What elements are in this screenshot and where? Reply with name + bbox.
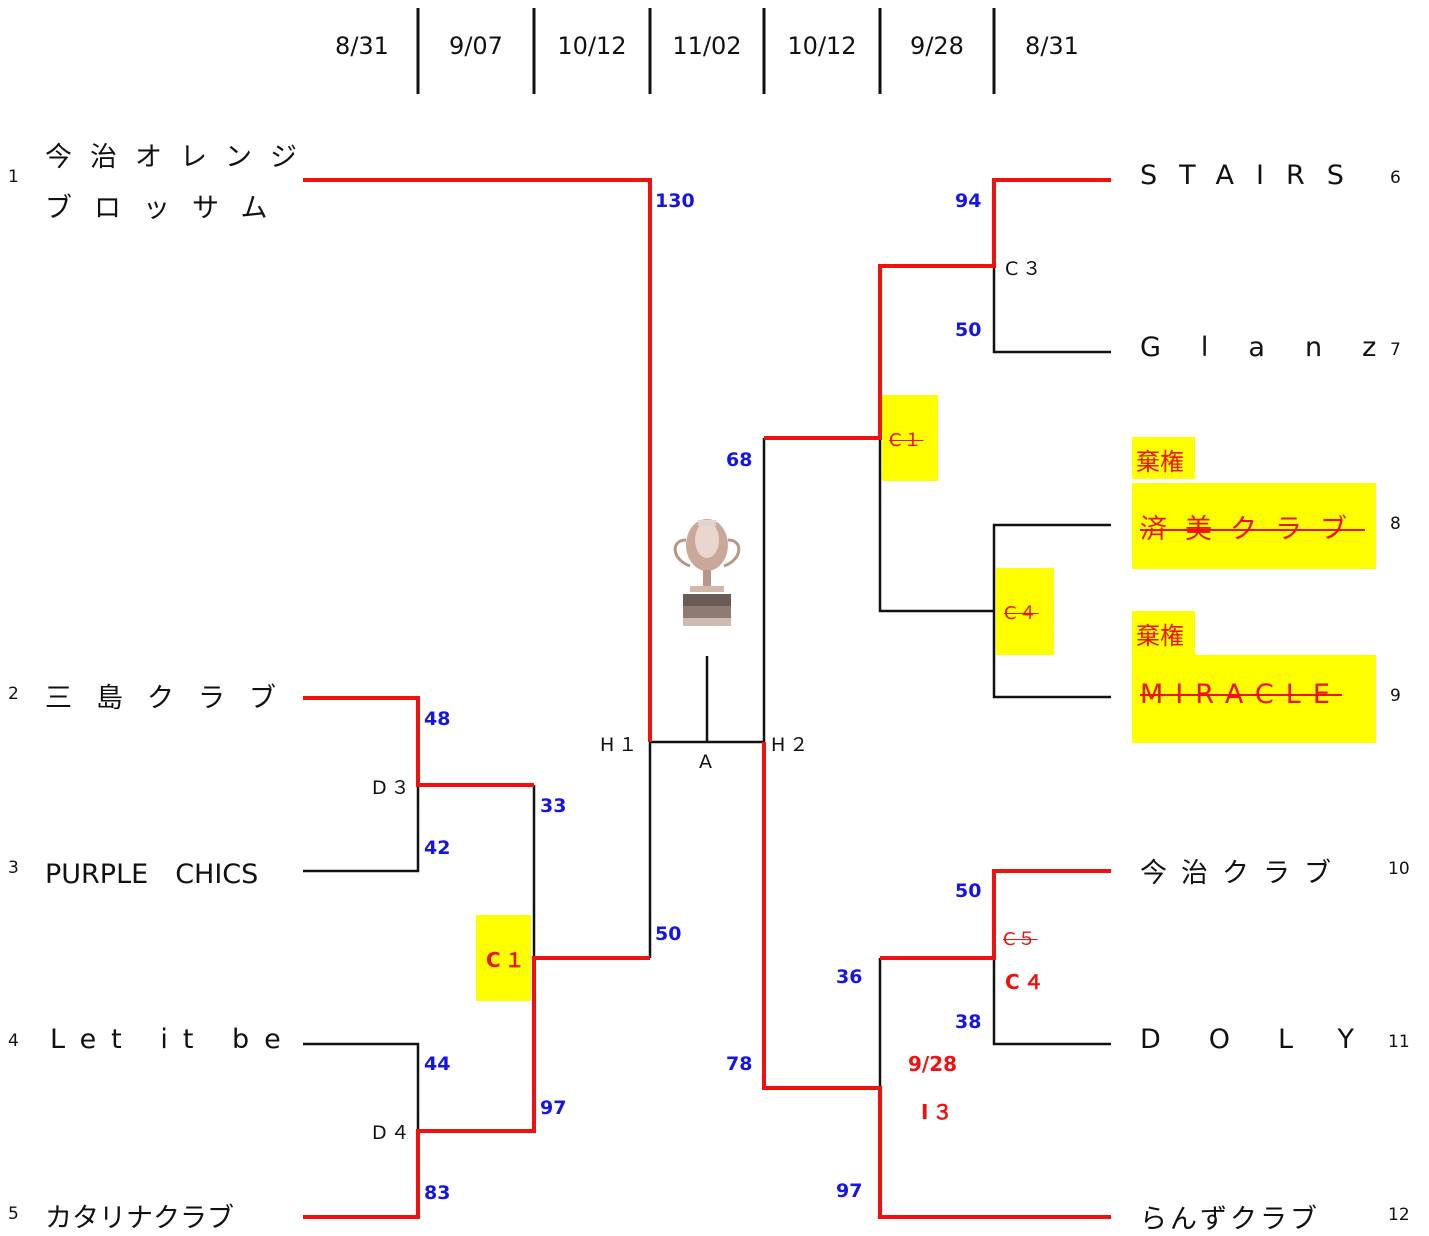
match-label-h1: H１ [600, 734, 642, 756]
forfeit-highlight [1132, 437, 1195, 479]
team-name: カタリナクラブ [45, 1203, 234, 1234]
match-label-c5-struck: C５ [1003, 929, 1038, 950]
forfeit-label: 棄権 [1136, 622, 1184, 650]
team-number: 5 [8, 1204, 19, 1224]
team-highlight [1132, 483, 1376, 569]
score: 50 [955, 319, 982, 341]
team-name: 三島クラブ [45, 683, 300, 714]
score: 97 [540, 1097, 567, 1119]
team-name: らんずクラブ [1140, 1204, 1320, 1235]
team-number: 1 [8, 167, 19, 187]
forfeit-label: 棄権 [1136, 448, 1184, 476]
score: 36 [836, 966, 863, 988]
match-highlight-c1-left [476, 915, 531, 1001]
team-name-forfeited: 済美クラブ [1140, 514, 1365, 545]
score: 42 [424, 837, 451, 859]
match-label-c1-right: C１ [889, 430, 924, 451]
match-label-d4: D４ [372, 1122, 414, 1144]
match-highlight-c4 [996, 568, 1054, 655]
team-number: 4 [8, 1031, 19, 1051]
team-name-line2: ブロッサム [45, 193, 290, 224]
team-name-line1: 今治オレンジ [45, 142, 315, 173]
team-number: 10 [1388, 859, 1410, 879]
team-name: Glanz [1140, 332, 1417, 363]
score: 78 [726, 1053, 753, 1075]
score: 68 [726, 449, 753, 471]
team-number: 6 [1390, 168, 1401, 188]
team-name: Let it be [50, 1024, 296, 1055]
match-label-d3: D３ [372, 777, 414, 799]
date-round1-right: 8/31 [1025, 32, 1079, 60]
team-number: 12 [1388, 1205, 1410, 1225]
score: 94 [955, 190, 982, 212]
winner-lines [303, 178, 1111, 1219]
match-label-i3: I３ [921, 1100, 957, 1124]
score: 48 [424, 708, 451, 730]
team-number: 2 [8, 684, 19, 704]
match-label-c4-upper: C４ [1004, 603, 1039, 624]
match-date-i3: 9/28 [908, 1052, 958, 1076]
team-number: 9 [1390, 686, 1401, 706]
team-name: PURPLE CHICS [45, 859, 259, 890]
score: 50 [955, 880, 982, 902]
date-round3-left: 10/12 [557, 32, 627, 60]
score: 44 [424, 1053, 451, 1075]
team-name-forfeited: MIRACLE [1140, 679, 1342, 710]
date-dividers [416, 8, 996, 94]
score: 38 [955, 1011, 982, 1033]
score: 33 [540, 795, 567, 817]
team-highlight [1132, 655, 1376, 743]
score: 50 [655, 923, 682, 945]
team-number: 8 [1390, 514, 1401, 534]
trophy-icon [673, 519, 741, 626]
forfeit-highlight [1132, 611, 1195, 655]
date-round2-left: 9/07 [449, 32, 503, 60]
score: 130 [655, 190, 695, 212]
team-name: DOLY [1140, 1024, 1402, 1055]
date-final: 11/02 [672, 32, 742, 60]
match-label-c1-left: C１ [486, 948, 529, 972]
score: 97 [836, 1180, 863, 1202]
loser-lines [303, 266, 1111, 1131]
team-number: 11 [1388, 1032, 1410, 1052]
date-round3-right: 10/12 [787, 32, 857, 60]
score: 83 [424, 1182, 451, 1204]
match-label-c4-lower: C４ [1005, 970, 1048, 994]
date-round2-right: 9/28 [910, 32, 964, 60]
team-number: 7 [1390, 340, 1401, 360]
match-label-c3: C３ [1005, 258, 1046, 280]
match-label-final: A [699, 751, 716, 773]
match-highlight-c1-right [882, 395, 938, 481]
date-round1-left: 8/31 [335, 32, 389, 60]
team-name: 今治クラブ [1140, 858, 1345, 889]
team-name: STAIRS [1140, 160, 1366, 191]
team-number: 3 [8, 858, 19, 878]
match-label-h2: H２ [771, 734, 813, 756]
